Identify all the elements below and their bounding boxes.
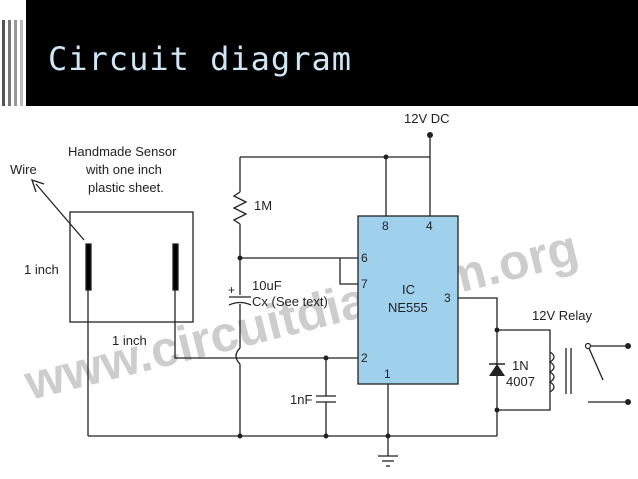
cap-10uf-plate-bottom [228,301,252,306]
junction-ground-ic [385,433,391,439]
junction-ground-cap [237,433,243,439]
ic-pin-8: 8 [382,219,389,233]
side-stripes [0,20,26,106]
wire-pin3-output [458,297,498,436]
junction-pin8 [383,154,389,160]
capacitor-label-1: 10uF [252,278,282,293]
sensor-electrode-left [85,243,92,291]
wire-sensor-right-pin2 [174,290,358,359]
relay-switch-arm [587,345,604,381]
capacitor-polarity: + [228,283,235,297]
wire-relay-loop [497,329,551,411]
resistor-1m [232,191,248,225]
diode-label-2: 4007 [506,374,535,389]
wire-pointer-head [30,178,45,193]
watermark: www.circuitdiagram.org [18,219,583,411]
relay-label: 12V Relay [532,308,592,323]
relay-terminal-top [625,343,631,349]
ic-pin-3: 3 [444,291,451,305]
sensor-electrode-right [172,243,179,291]
sensor-title-line-1: Handmade Sensor [68,144,177,159]
wire-pin7 [339,258,358,285]
capacitor-label-2: Cx (See text) [252,294,328,309]
ic-part-label: NE555 [388,300,428,315]
sensor-height-label: 1 inch [24,262,59,277]
wire-crossover [235,347,241,365]
sensor-title-line-2: with one inch [85,162,162,177]
sensor-box [69,211,194,323]
ic-label: IC [402,282,415,297]
junction-ground-1nf [323,433,329,439]
ic-pin-2: 2 [361,351,368,365]
relay-coil [548,351,555,393]
junction-1nf [323,355,329,361]
resistor-label: 1M [254,198,272,213]
relay-pivot [584,342,592,350]
sensor-title-line-3: plastic sheet. [88,180,164,195]
junction-relay-top [494,327,500,333]
title-bar: Circuit diagram [26,0,638,106]
supply-label: 12V DC [404,111,450,126]
wire-label: Wire [10,162,37,177]
junction-pin6 [237,255,243,261]
diode-label-1: 1N [512,358,529,373]
ic-ne555 [357,215,459,385]
ic-pin-7: 7 [361,277,368,291]
ic-pin-1: 1 [384,367,391,381]
ic-pin-6: 6 [361,251,368,265]
diode-body [489,364,505,376]
relay-terminal-bottom [625,399,631,405]
page-title: Circuit diagram [48,40,352,78]
supply-terminal [427,132,433,138]
wire-pointer [35,183,85,241]
ic-pin-4: 4 [426,219,433,233]
capacitor-1nf-label: 1nF [290,392,312,407]
junction-relay-bottom [494,407,500,413]
sensor-width-label: 1 inch [112,333,147,348]
